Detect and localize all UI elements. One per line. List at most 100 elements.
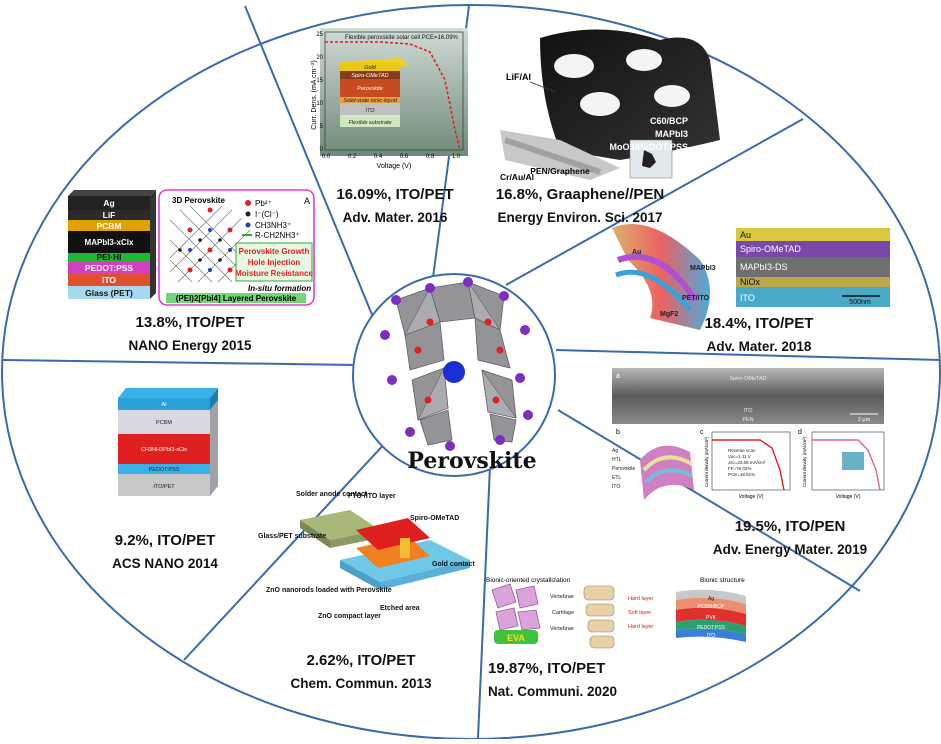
figure-label: Pb²⁺ bbox=[255, 199, 272, 208]
figure-label: 0.6 bbox=[400, 154, 409, 160]
figure-label: PCE=19.51% bbox=[728, 472, 755, 477]
figure-label: NiOx bbox=[740, 277, 760, 287]
caption-bottom: 2.62%, ITO/PET Chem. Commun. 2013 bbox=[286, 652, 436, 691]
figure-label: c bbox=[700, 429, 704, 436]
figure-label: Glass (PET) bbox=[85, 288, 133, 298]
figure-label: Voc=1.11 V bbox=[728, 454, 751, 459]
figure-label: Moisture Resistance bbox=[235, 269, 313, 278]
caption-journal: Chem. Commun. 2013 bbox=[290, 676, 432, 691]
figure-label: Etched area bbox=[380, 605, 420, 612]
figure-label: FTO /ITO layer bbox=[348, 493, 396, 500]
figure-label: PEI·HI bbox=[96, 252, 121, 262]
figure-label: 0.2 bbox=[348, 154, 357, 160]
figure-label: LiF bbox=[103, 210, 116, 220]
figure-label: I⁻(Cl⁻) bbox=[255, 210, 279, 219]
figure-label: PCBM bbox=[156, 420, 172, 426]
figure-label: PEDOT:PSS bbox=[697, 625, 726, 631]
figure-label: EVA bbox=[507, 633, 525, 643]
figure-label: 2 μm bbox=[858, 417, 871, 423]
caption-pce: 9.2%, ITO/PET bbox=[114, 532, 216, 549]
center-label: Perovskite bbox=[407, 448, 537, 474]
figure-label: FF=76.02% bbox=[728, 466, 751, 471]
figure-label: Spiro-OMeTAD bbox=[729, 376, 766, 382]
figure-label: Au bbox=[740, 230, 751, 240]
figure-label: PCBM/BCP bbox=[698, 604, 725, 610]
figure-label: ITO bbox=[743, 408, 753, 414]
caption-top-right: 16.8%, Graaphene//PEN Energy Environ. Sc… bbox=[480, 186, 680, 225]
figure-label: b bbox=[616, 429, 620, 436]
figure-label: MAPbI3 bbox=[655, 129, 688, 139]
figure-label: R-CH2NH3⁺ bbox=[255, 231, 300, 240]
caption-journal: Nat. Communi. 2020 bbox=[488, 684, 618, 699]
figure-label: Ag bbox=[708, 596, 714, 602]
figure-label: 0.4 bbox=[374, 154, 383, 160]
figure-label: 10 bbox=[316, 101, 323, 107]
figure-label: a bbox=[616, 373, 620, 380]
figure-label: Voltage (V) bbox=[377, 163, 412, 170]
caption-journal: Adv. Energy Mater. 2019 bbox=[712, 542, 868, 557]
figure-label: PEN bbox=[742, 417, 753, 423]
caption-right-upper: 18.4%, ITO/PET Adv. Mater. 2018 bbox=[694, 315, 824, 354]
caption-pce: 16.09%, ITO/PET bbox=[336, 186, 454, 203]
caption-right-lower: 19.5%, ITO/PEN Adv. Energy Mater. 2019 bbox=[710, 518, 870, 557]
figure-label: MoO3/PEDOT:PSS bbox=[609, 142, 688, 152]
figure-label: In-situ formation bbox=[248, 284, 311, 293]
panel-top-right-figure: C60/BCP MAPbI3 MoO3/PEDOT:PSS LiF/Al PEN… bbox=[500, 29, 720, 182]
figure-label: 1.0 bbox=[452, 154, 461, 160]
figure-label: MAPbI3 bbox=[690, 265, 716, 272]
caption-pce: 2.62%, ITO/PET bbox=[306, 652, 416, 669]
caption-journal: Adv. Mater. 2018 bbox=[706, 339, 812, 354]
figure-label: Flexible substrate bbox=[348, 120, 391, 126]
figure-label: 0 bbox=[320, 147, 324, 153]
figure-label: PEDOT:PSS bbox=[149, 467, 180, 473]
panel-bottom-figure: Solder anode contact FTO /ITO layer Spir… bbox=[258, 491, 475, 620]
figure-label: 0.0 bbox=[322, 154, 331, 160]
figure-label: CH3NH3⁺ bbox=[255, 221, 291, 230]
figure-label: Current density (mA/cm²) bbox=[802, 436, 807, 487]
caption-top: 16.09%, ITO/PET Adv. Mater. 2016 bbox=[330, 186, 460, 225]
figure-label: Gold bbox=[364, 65, 377, 71]
center-cation-ball bbox=[443, 361, 465, 383]
panel-top-figure: Flexible perovskite solar cell PCE=16.09… bbox=[311, 28, 468, 170]
figure-label: Hard layer bbox=[628, 624, 654, 630]
figure-label: Al bbox=[162, 402, 167, 408]
jv-curve bbox=[325, 41, 461, 151]
figure-label: 25 bbox=[316, 32, 323, 38]
figure-label: ETL bbox=[612, 475, 621, 481]
bionic-stack bbox=[676, 589, 746, 642]
caption-left: 9.2%, ITO/PET ACS NANO 2014 bbox=[100, 532, 230, 571]
perovskite-crystal bbox=[380, 277, 533, 451]
figure-label: ITO bbox=[740, 293, 755, 303]
figure-label: Bionic-oriented crystallization bbox=[486, 577, 571, 584]
panel-top-left-figure: Ag LiF PCBM MAPbI3-xClx PEI·HI PEDOT:PSS… bbox=[68, 189, 315, 306]
figure-label: Au bbox=[632, 249, 641, 256]
figure-label: d bbox=[798, 429, 802, 436]
figure-label: A bbox=[304, 196, 310, 206]
panel-right-upper-figure: Au MAPbI3 PET/ITO MgF2 Au Spiro-OMeTAD M… bbox=[612, 224, 890, 330]
figure-label: PEDOT:PSS bbox=[85, 263, 134, 273]
figure-label: C60/BCP bbox=[650, 116, 688, 126]
figure-label: Solder anode contact bbox=[296, 491, 368, 498]
figure-label: PCBM bbox=[96, 221, 121, 231]
figure-label: Glass/PET substrate bbox=[258, 533, 326, 540]
figure-label: Perovskite bbox=[357, 86, 383, 92]
figure-label: Curr. Dens. (mA cm⁻²) bbox=[311, 60, 318, 129]
figure-label: 3D Perovskite bbox=[172, 196, 225, 205]
figure-label: LiF/Al bbox=[506, 72, 531, 82]
caption-top-left: 13.8%, ITO/PET NANO Energy 2015 bbox=[115, 314, 265, 353]
figure-label: Jsc=23.08 mA/cm² bbox=[728, 460, 766, 465]
sem-crosssection-2018 bbox=[736, 228, 890, 307]
figure-label: (PEI)2[PbI4] Layered Perovskite bbox=[176, 294, 297, 303]
figure-label: Cr/Au/Al bbox=[500, 172, 534, 182]
figure-label: ZnO compact layer bbox=[318, 613, 381, 620]
panel-right-lower-figure: a Spiro-OMeTAD ITO PEN 2 μm b Ag HTL Per… bbox=[612, 368, 885, 500]
layer-stack-2015 bbox=[68, 190, 156, 299]
figure-label: MAPbI3-xClx bbox=[85, 238, 134, 247]
figure-label: Spiro-OMeTAD bbox=[740, 244, 801, 254]
figure-label: Ag bbox=[612, 448, 618, 454]
caption-journal: Adv. Mater. 2016 bbox=[342, 210, 448, 225]
figure-label: ITO bbox=[102, 275, 116, 285]
figure-label: HTL bbox=[612, 457, 622, 463]
